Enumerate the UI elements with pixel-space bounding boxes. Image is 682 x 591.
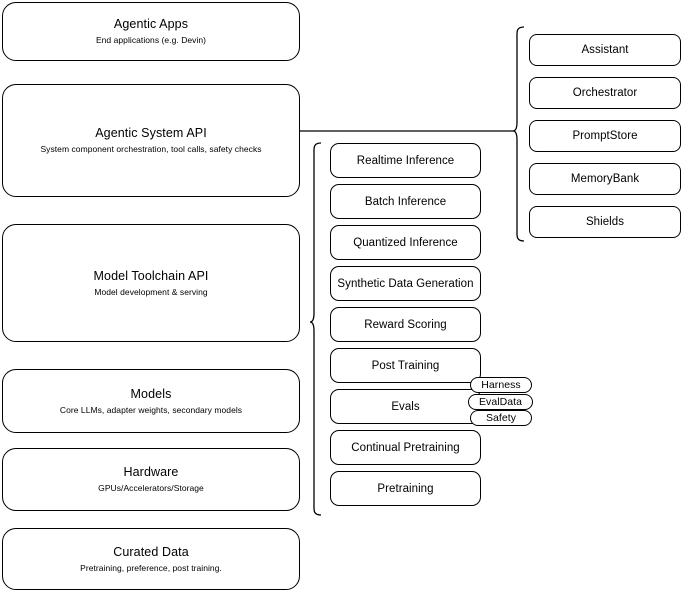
layer-subtitle: Pretraining, preference, post training. (80, 562, 222, 573)
eval-pill-harness[interactable]: Harness (470, 377, 532, 393)
eval-pill-safety[interactable]: Safety (470, 410, 532, 426)
capability-reward-scoring[interactable]: Reward Scoring (330, 307, 481, 342)
brace-components (512, 26, 525, 242)
capability-synthetic-data-generation[interactable]: Synthetic Data Generation (330, 266, 481, 301)
brace-capabilities (309, 142, 322, 516)
layer-model-toolchain-api[interactable]: Model Toolchain API Model development & … (2, 224, 300, 342)
capability-evals[interactable]: Evals (330, 389, 481, 424)
layer-title: Agentic Apps (113, 17, 189, 31)
layer-title: Model Toolchain API (93, 268, 209, 283)
layer-agentic-apps[interactable]: Agentic Apps End applications (e.g. Devi… (2, 2, 300, 61)
layer-subtitle: Model development & serving (94, 286, 208, 297)
capability-label: Evals (391, 400, 420, 413)
component-label: MemoryBank (570, 173, 640, 185)
layer-subtitle: System component orchestration, tool cal… (40, 144, 262, 154)
layer-title: Agentic System API (95, 126, 207, 140)
layer-models[interactable]: Models Core LLMs, adapter weights, secon… (2, 369, 300, 433)
layer-title: Curated Data (113, 544, 189, 559)
eval-pill-label: EvalData (478, 396, 522, 408)
capability-label: Post Training (371, 359, 440, 372)
component-assistant[interactable]: Assistant (529, 34, 681, 66)
layer-curated-data[interactable]: Curated Data Pretraining, preference, po… (2, 528, 300, 590)
layer-subtitle: GPUs/Accelerators/Storage (98, 483, 204, 493)
layer-agentic-system-api[interactable]: Agentic System API System component orch… (2, 84, 300, 197)
capability-quantized-inference[interactable]: Quantized Inference (330, 225, 481, 260)
eval-pill-label: Safety (485, 412, 517, 424)
component-label: Assistant (581, 44, 629, 56)
capability-pretraining[interactable]: Pretraining (330, 471, 481, 506)
layer-subtitle: End applications (e.g. Devin) (95, 35, 207, 45)
eval-pill-label: Harness (481, 379, 521, 391)
capability-label: Realtime Inference (356, 154, 455, 167)
component-label: PromptStore (572, 130, 638, 142)
capability-batch-inference[interactable]: Batch Inference (330, 184, 481, 219)
layer-hardware[interactable]: Hardware GPUs/Accelerators/Storage (2, 448, 300, 511)
component-orchestrator[interactable]: Orchestrator (529, 77, 681, 109)
component-promptstore[interactable]: PromptStore (529, 120, 681, 152)
layer-title: Hardware (123, 465, 179, 479)
capability-label: Synthetic Data Generation (337, 277, 474, 290)
capability-label: Quantized Inference (353, 236, 458, 249)
component-label: Shields (585, 216, 625, 228)
component-label: Orchestrator (572, 87, 638, 99)
capability-label: Reward Scoring (364, 318, 447, 331)
capability-post-training[interactable]: Post Training (330, 348, 481, 383)
capability-realtime-inference[interactable]: Realtime Inference (330, 143, 481, 178)
capability-label: Pretraining (377, 482, 434, 495)
layer-title: Models (130, 386, 172, 401)
component-memorybank[interactable]: MemoryBank (529, 163, 681, 195)
capability-continual-pretraining[interactable]: Continual Pretraining (330, 430, 481, 465)
capability-label: Continual Pretraining (351, 441, 460, 454)
layer-subtitle: Core LLMs, adapter weights, secondary mo… (59, 404, 243, 415)
component-shields[interactable]: Shields (529, 206, 681, 238)
eval-pill-evaldata[interactable]: EvalData (468, 394, 533, 410)
capability-label: Batch Inference (364, 195, 447, 208)
